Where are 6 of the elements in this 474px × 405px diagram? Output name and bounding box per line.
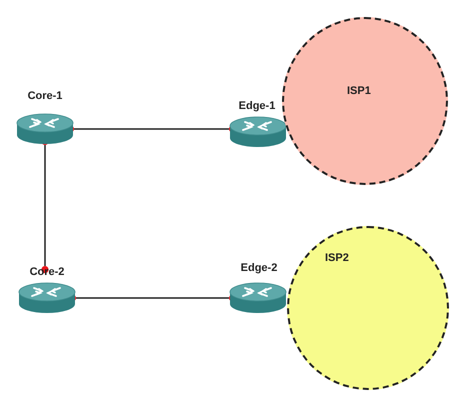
node-label: ISP2 [325, 252, 349, 264]
node-label: Edge-2 [240, 262, 278, 274]
node-label: ISP1 [347, 85, 371, 97]
node-label: Core-2 [30, 266, 64, 278]
node-label: Edge-1 [238, 100, 276, 112]
node-label: Core-1 [28, 90, 62, 102]
